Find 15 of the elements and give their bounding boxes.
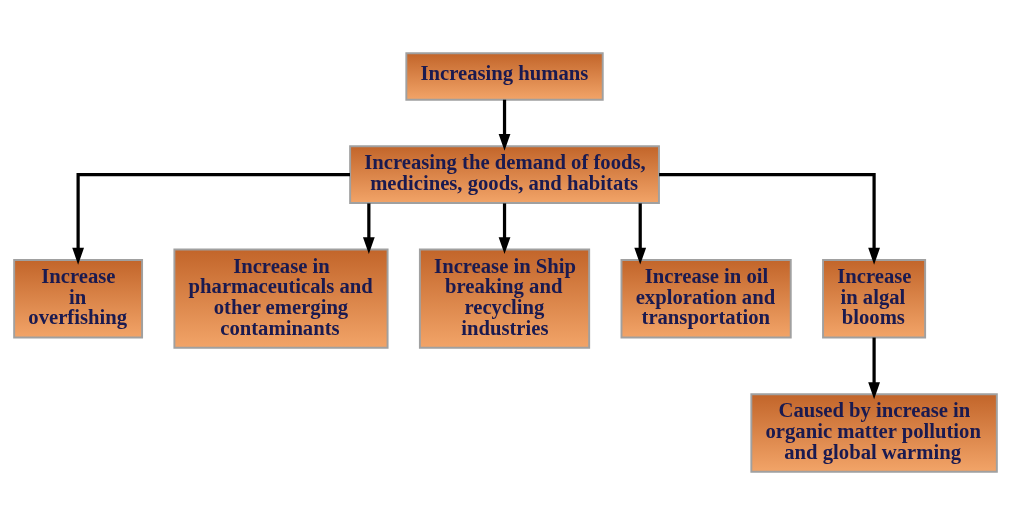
node-box: Increase in Ship breaking and recycling industries xyxy=(418,248,591,349)
node-box: Caused by increase in organic matter pollution and global warming xyxy=(750,393,998,473)
node-box: Increasing humans xyxy=(405,52,604,101)
node-box: Increase in oil exploration and transportation xyxy=(620,258,792,339)
arrow xyxy=(634,203,647,265)
arrow xyxy=(498,99,511,151)
arrow xyxy=(868,337,880,400)
arrow xyxy=(72,173,350,265)
arrow xyxy=(498,203,511,255)
node-box: Increase in algal blooms xyxy=(822,258,927,339)
node-box: Increasing the demand of foods, medicines, goods, and habitats xyxy=(349,145,660,205)
arrow xyxy=(362,203,375,255)
node-box: Increase in pharmaceuticals and other emerging contaminants xyxy=(173,248,389,349)
node-box: Increase in overfishing xyxy=(13,258,144,339)
arrow xyxy=(659,173,880,265)
